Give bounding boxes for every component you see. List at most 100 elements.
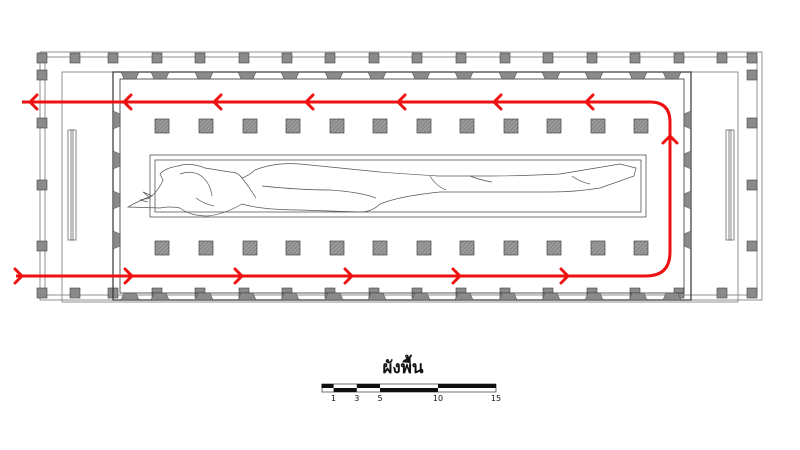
scale-label: 3: [354, 394, 359, 403]
wall-pilaster: [498, 71, 518, 80]
route-arrow-icon: [492, 93, 503, 111]
interior-pillar: [416, 240, 432, 256]
outer-pillar: [746, 179, 758, 191]
interior-pillar: [459, 118, 475, 134]
wall-pilaster: [628, 292, 648, 301]
scale-label: 5: [377, 394, 382, 403]
outer-pillar: [324, 52, 336, 64]
wall-pilaster: [498, 292, 518, 301]
interior-pillars: [154, 118, 649, 256]
wall-pilaster: [411, 292, 431, 301]
interior-pillar: [503, 118, 519, 134]
wall-pilaster: [237, 292, 257, 301]
outer-pillar: [36, 117, 48, 129]
circulation-route: [13, 93, 679, 285]
outer-pillar: [36, 69, 48, 81]
outer-pillar: [746, 240, 758, 252]
interior-pillar: [546, 240, 562, 256]
scale-label: 15: [491, 394, 501, 403]
wall-pilaster: [541, 71, 561, 80]
interior-pillar: [198, 118, 214, 134]
west-porch: [67, 129, 77, 241]
wall-pilaster: [194, 292, 214, 301]
interior-pillar: [329, 240, 345, 256]
outer-pillar: [36, 52, 48, 64]
interior-pillar: [372, 118, 388, 134]
wall-pilaster: [541, 292, 561, 301]
interior-pillar: [633, 240, 649, 256]
wall-pilaster: [324, 292, 344, 301]
interior-pillar: [154, 118, 170, 134]
outer-pillar: [629, 52, 641, 64]
outer-pillar: [69, 52, 81, 64]
outer-pillar: [368, 52, 380, 64]
wall-pilaster: [454, 71, 474, 80]
wall-pilaster: [324, 71, 344, 80]
route-arrow-icon: [212, 93, 223, 111]
route-arrow-icon: [28, 93, 39, 111]
route-arrow-icon: [343, 267, 354, 285]
scale-label: 1: [331, 394, 336, 403]
route-arrow-icon: [451, 267, 462, 285]
interior-pillar: [459, 240, 475, 256]
route-arrow-icon: [559, 267, 570, 285]
outer-pillar: [238, 52, 250, 64]
interior-pillar: [154, 240, 170, 256]
outer-pillar: [746, 52, 758, 64]
outer-pillar: [499, 52, 511, 64]
interior-pillar: [416, 118, 432, 134]
wall-pilaster: [454, 292, 474, 301]
route-arrow-icon: [122, 93, 133, 111]
interior-pillar: [546, 118, 562, 134]
interior-pillar: [285, 118, 301, 134]
interior-pillar: [372, 240, 388, 256]
interior-pillar: [242, 240, 258, 256]
wall-pilaster: [584, 292, 604, 301]
scale-frame: [321, 383, 497, 393]
interior-pillar: [590, 240, 606, 256]
scale-segment: [322, 384, 334, 388]
outer-pillar: [36, 287, 48, 299]
route-arrow-icon: [304, 93, 315, 111]
outer-pillar: [455, 52, 467, 64]
route-arrow-icon: [13, 267, 24, 285]
wall-pilaster: [367, 71, 387, 80]
outer-pillar: [411, 52, 423, 64]
wall-pilaster: [662, 292, 682, 301]
wall-pilaster: [280, 71, 300, 80]
outer-pillar: [746, 117, 758, 129]
route-arrow-icon: [396, 93, 407, 111]
wall-pilaster: [411, 71, 431, 80]
wall-pilaster: [628, 71, 648, 80]
outer-pillar: [716, 52, 728, 64]
wall-pilaster: [120, 292, 140, 301]
outer-pillar: [36, 179, 48, 191]
interior-pillar: [285, 240, 301, 256]
interior-pillar: [503, 240, 519, 256]
interior-pillar: [198, 240, 214, 256]
wall-pilaster: [150, 292, 170, 301]
wall-pilaster: [194, 71, 214, 80]
wall-pilaster: [683, 190, 692, 210]
wall-pilasters: [112, 71, 692, 301]
wall-pilaster: [662, 71, 682, 80]
scale-segment: [356, 384, 380, 388]
outer-pillar: [673, 52, 685, 64]
route-line: [16, 100, 672, 278]
outer-pillar: [281, 52, 293, 64]
reclining-buddha-icon: [126, 163, 637, 217]
wall-pilaster: [280, 292, 300, 301]
outer-pillar: [36, 240, 48, 252]
wall-pilaster: [683, 150, 692, 170]
outer-pillar: [151, 52, 163, 64]
route-arrow-icon: [661, 134, 679, 145]
wall-pilaster: [120, 71, 140, 80]
outer-pillar: [746, 69, 758, 81]
wall-pilaster: [683, 230, 692, 250]
outer-pillar: [542, 52, 554, 64]
pedestal: [149, 154, 647, 218]
wall-pilaster: [112, 190, 121, 210]
wall-pilaster: [112, 230, 121, 250]
wall-pilaster: [584, 71, 604, 80]
